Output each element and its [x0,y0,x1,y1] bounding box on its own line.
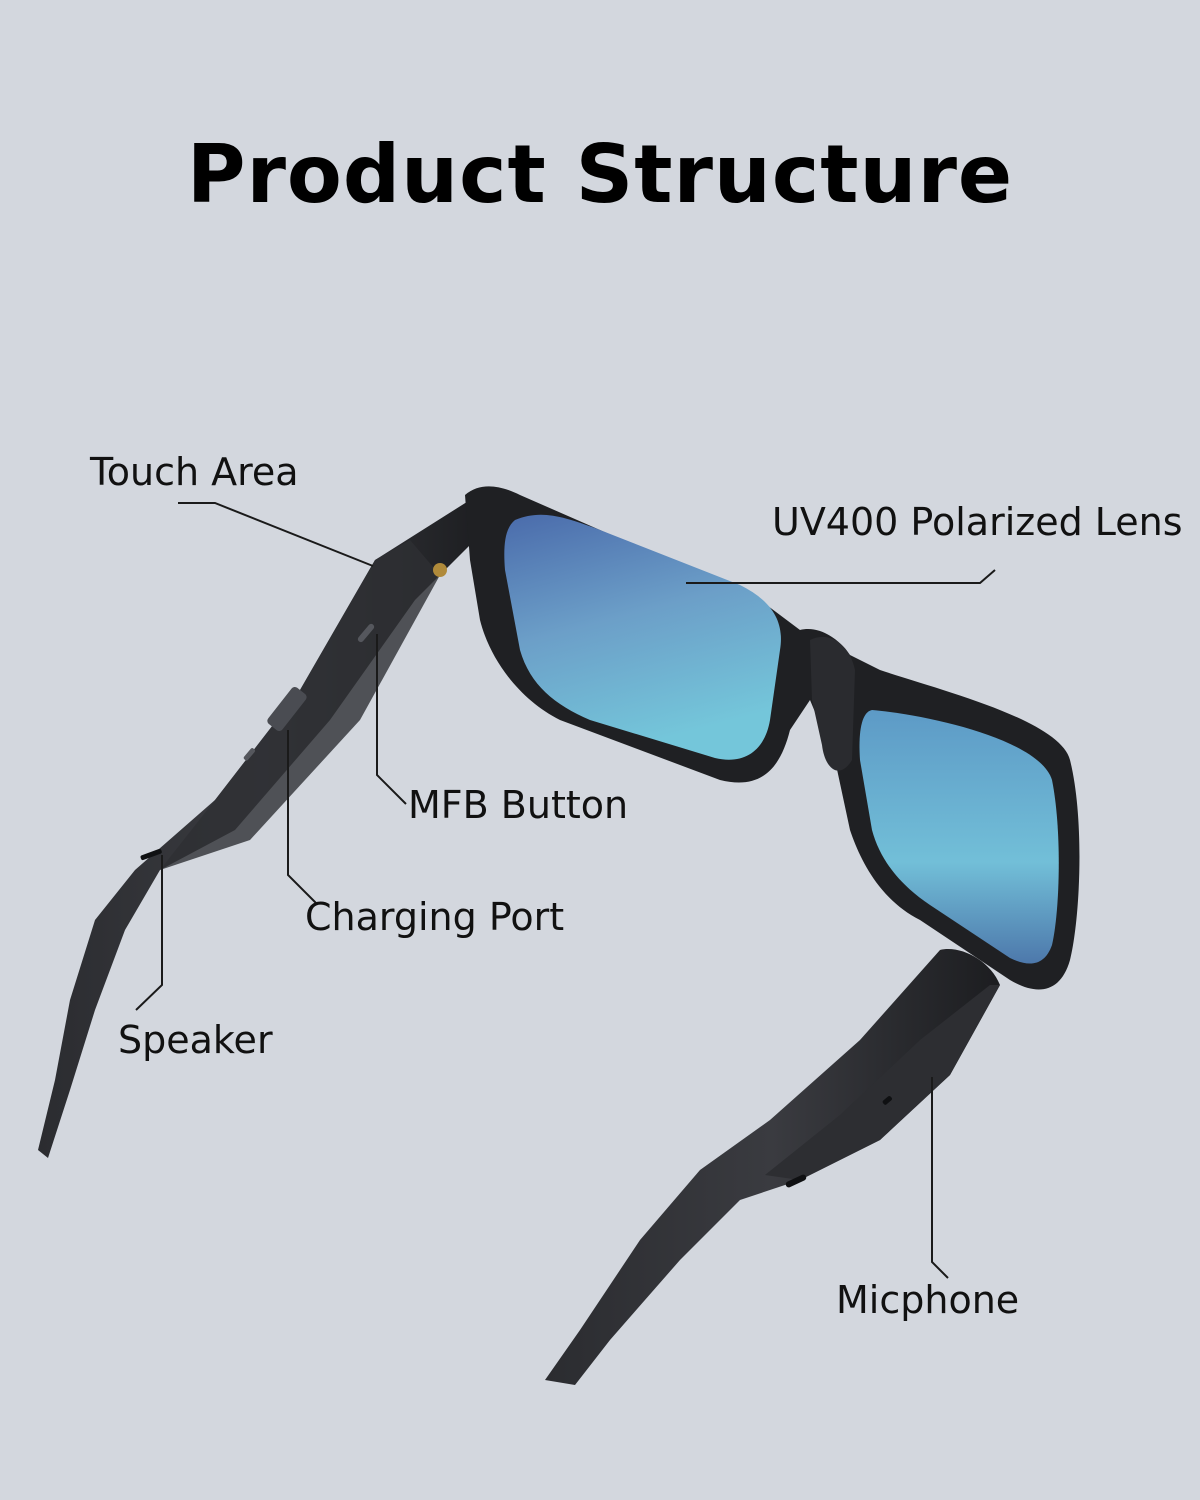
mfb-button-leader [376,634,407,805]
mfb-button-label: MFB Button [408,783,629,827]
polarized-lens [504,514,781,760]
lens-leader [686,569,996,584]
second-lens [859,710,1059,964]
hinge-pin [433,563,447,577]
microphone-detail [785,1174,807,1188]
speaker-leader [135,855,163,1011]
touch-area-leader [178,502,374,567]
page-title: Product Structure [186,128,1014,221]
microphone-leader [931,1077,949,1279]
touch-area-label: Touch Area [90,450,299,494]
mfb-button-detail [357,623,375,643]
speaker-label: Speaker [118,1018,273,1062]
lens-label: UV400 Polarized Lens [772,500,1183,544]
microphone-label: Micphone [836,1278,1020,1322]
charging-port-detail [267,686,307,732]
charging-port-leader [287,730,317,904]
right-temple [545,949,1000,1385]
left-temple [38,492,490,1158]
speaker-detail [140,848,162,861]
charging-port-label: Charging Port [305,895,565,939]
